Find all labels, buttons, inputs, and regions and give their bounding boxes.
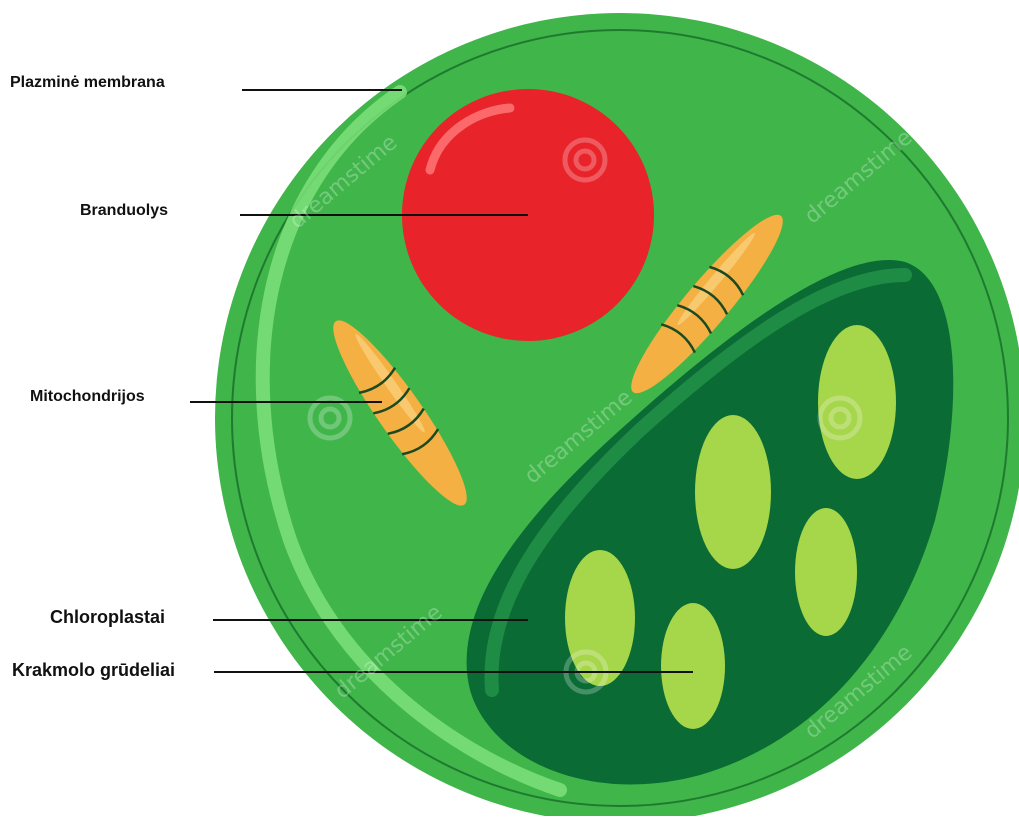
label-plasma-membrane: Plazminė membrana [10, 74, 165, 92]
starch-grain [565, 550, 635, 686]
starch-grain [795, 508, 857, 636]
label-nucleus: Branduolys [80, 202, 168, 220]
label-mitochondria: Mitochondrijos [30, 388, 145, 406]
label-chloroplasts: Chloroplastai [50, 607, 165, 628]
label-starch-grains: Krakmolo grūdeliai [12, 660, 175, 681]
starch-grain [695, 415, 771, 569]
starch-grain [661, 603, 725, 729]
